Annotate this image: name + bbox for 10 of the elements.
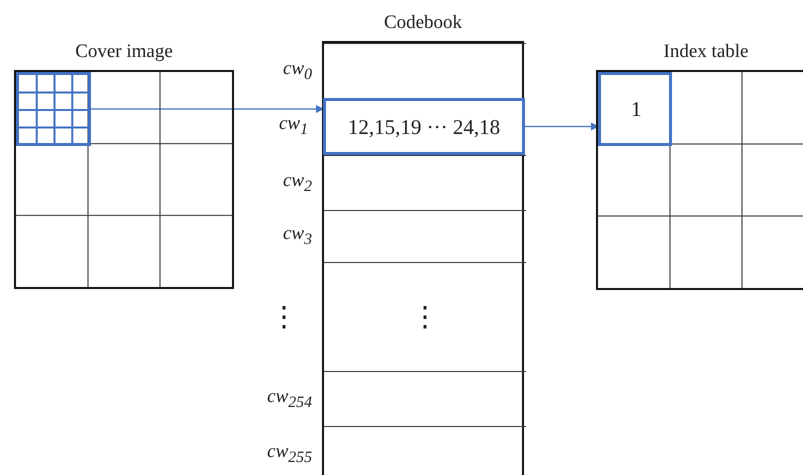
- index-number: 1: [631, 97, 642, 121]
- heading: Index table: [664, 41, 748, 63]
- ellipsis: ⋮: [411, 304, 439, 332]
- arrow: [525, 122, 599, 130]
- code-values: 12,15,19 ··· 24,18: [348, 114, 500, 138]
- heading: Codebook: [384, 12, 462, 34]
- heading: Cover image: [75, 41, 173, 63]
- arrow: [91, 105, 324, 113]
- pixel-block: [16, 72, 91, 146]
- table-cell: [598, 72, 672, 146]
